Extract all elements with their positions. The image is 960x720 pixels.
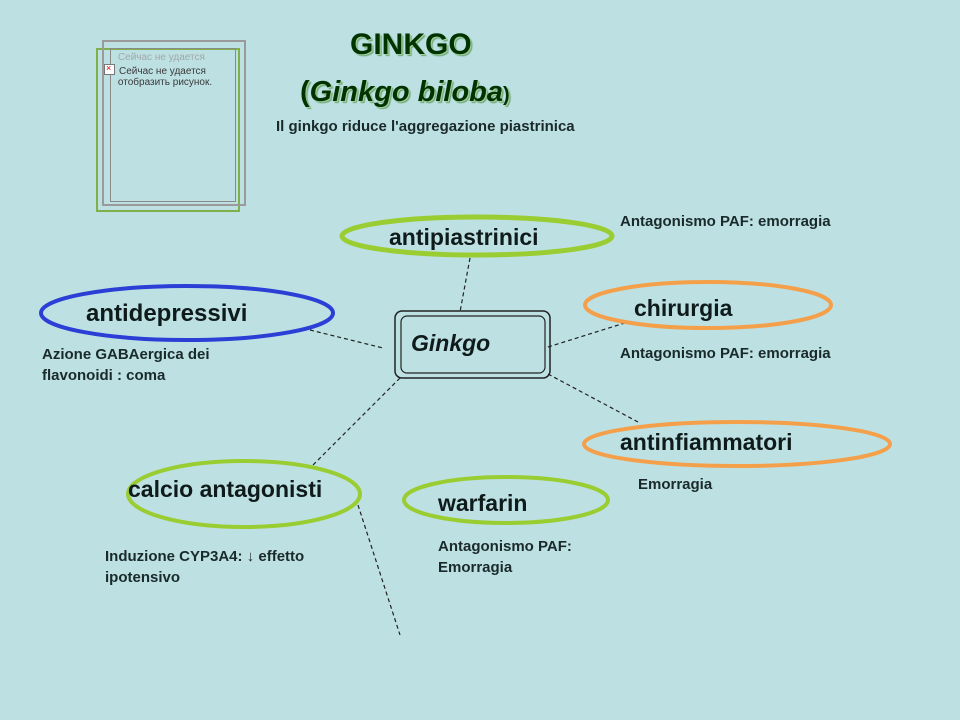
connector-chirurgia [547, 321, 629, 348]
node-chirurgia-label: chirurgia [634, 295, 733, 321]
page-title: GINKGO [350, 28, 472, 61]
ellipse-calcio [126, 459, 362, 529]
note-antidepressivi: Azione GABAergica dei flavonoidi : coma [42, 346, 210, 384]
image-frame-gray [102, 40, 246, 206]
image-placeholder: Сейчас не удается Сейчас не удается отоб… [96, 40, 246, 212]
broken-image-icon [104, 63, 115, 75]
node-antidepressivi-label: antidepressivi [86, 300, 248, 327]
node-calcio-label: calcio antagonisti [128, 476, 323, 502]
intro-text: Il ginkgo riduce l'aggregazione piastrin… [276, 118, 575, 135]
note-antipiastrinici: Antagonismo PAF: emorragia [620, 213, 831, 230]
note-antinfiammatori: Emorragia [638, 476, 713, 493]
image-placeholder-text: Сейчас не удается Сейчас не удается отоб… [104, 52, 239, 88]
connector-antidepressivi [309, 329, 384, 349]
node-warfarin-label: warfarin [438, 490, 528, 516]
connector-calcio-down [357, 504, 401, 636]
ellipse-antinfiammatori [582, 420, 892, 468]
note-calcio: Induzione CYP3A4: ↓ effetto ipotensivo [105, 548, 305, 586]
center-box-outer [394, 310, 551, 379]
ellipse-antidepressivi [39, 284, 335, 342]
ellipse-warfarin [402, 475, 610, 525]
note-chirurgia: Antagonismo PAF: emorragia [620, 345, 831, 362]
ellipse-chirurgia [583, 280, 833, 330]
page-subtitle: (Ginkgo biloba) [300, 76, 510, 108]
image-frame-inner [110, 48, 236, 202]
node-antipiastrinici-label: antipiastrinici [389, 224, 539, 250]
connector-antipiastrinici [459, 257, 471, 313]
center-label: Ginkgo [411, 330, 491, 356]
connector-antinfiammatori [547, 373, 639, 423]
down-arrow-icon: ↓ [246, 548, 255, 565]
connector-calcio [311, 377, 401, 467]
center-box-inner [400, 315, 546, 374]
node-antinfiammatori-label: antinfiammatori [620, 429, 793, 455]
ellipse-antipiastrinici [339, 214, 615, 258]
note-warfarin: Antagonismo PAF: Emorragia [438, 538, 572, 576]
image-frame-green [96, 48, 240, 212]
